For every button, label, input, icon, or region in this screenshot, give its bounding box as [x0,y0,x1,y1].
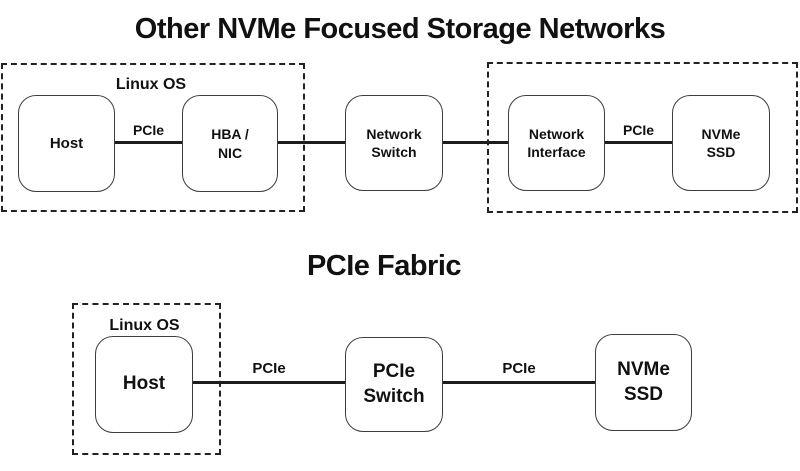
edge-pcie-switch-to-nvme-ssd [443,381,595,384]
linux-os-group-pcie-fabric [72,303,221,455]
node-pcie-switch: PCIe Switch [345,337,443,432]
target-device-group-storage-networks [487,62,798,213]
section-title-pcie-fabric: PCIe Fabric [306,250,462,282]
edge-label-pcie-interface-ssd: PCIe [622,122,655,138]
node-nvme-ssd-storage-networks: NVMe SSD [672,95,770,191]
node-nvme-ssd-pcie-fabric: NVMe SSD [595,334,692,431]
edge-interface-to-nvme-ssd [605,141,672,144]
edge-host-to-pcie-switch [193,381,345,384]
linux-os-label-storage-networks: Linux OS [115,76,187,93]
linux-os-label-pcie-fabric: Linux OS [109,317,180,334]
linux-os-group-storage-networks [1,63,305,212]
node-hba-nic: HBA / NIC [182,95,278,192]
node-host-pcie-fabric: Host [95,336,193,433]
edge-label-pcie-switch-ssd: PCIe [502,360,536,377]
edge-label-pcie-host-switch: PCIe [252,360,286,377]
node-host-storage-networks: Host [18,95,115,192]
edge-hba-to-network-switch [278,141,345,144]
node-network-switch: Network Switch [345,95,443,191]
node-network-interface: Network Interface [508,95,605,191]
edge-label-pcie-host-hba: PCIe [132,122,165,138]
edge-host-to-hba [115,141,182,144]
section-title-storage-networks: Other NVMe Focused Storage Networks [134,13,666,45]
edge-network-switch-to-interface [443,141,508,144]
